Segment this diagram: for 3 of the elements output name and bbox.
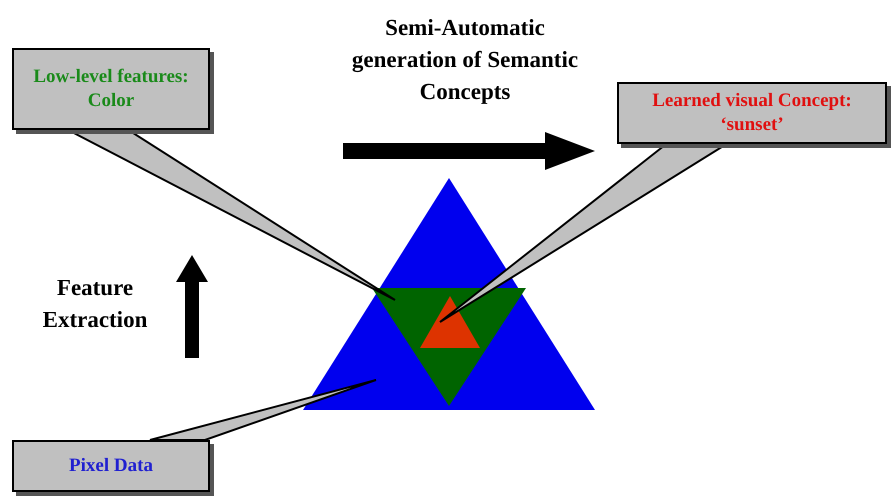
caption-text: Feature Extraction [42,274,148,334]
caption-text: Semi-Automatic generation of Semantic Concepts [350,14,580,106]
leader-line [149,379,377,441]
